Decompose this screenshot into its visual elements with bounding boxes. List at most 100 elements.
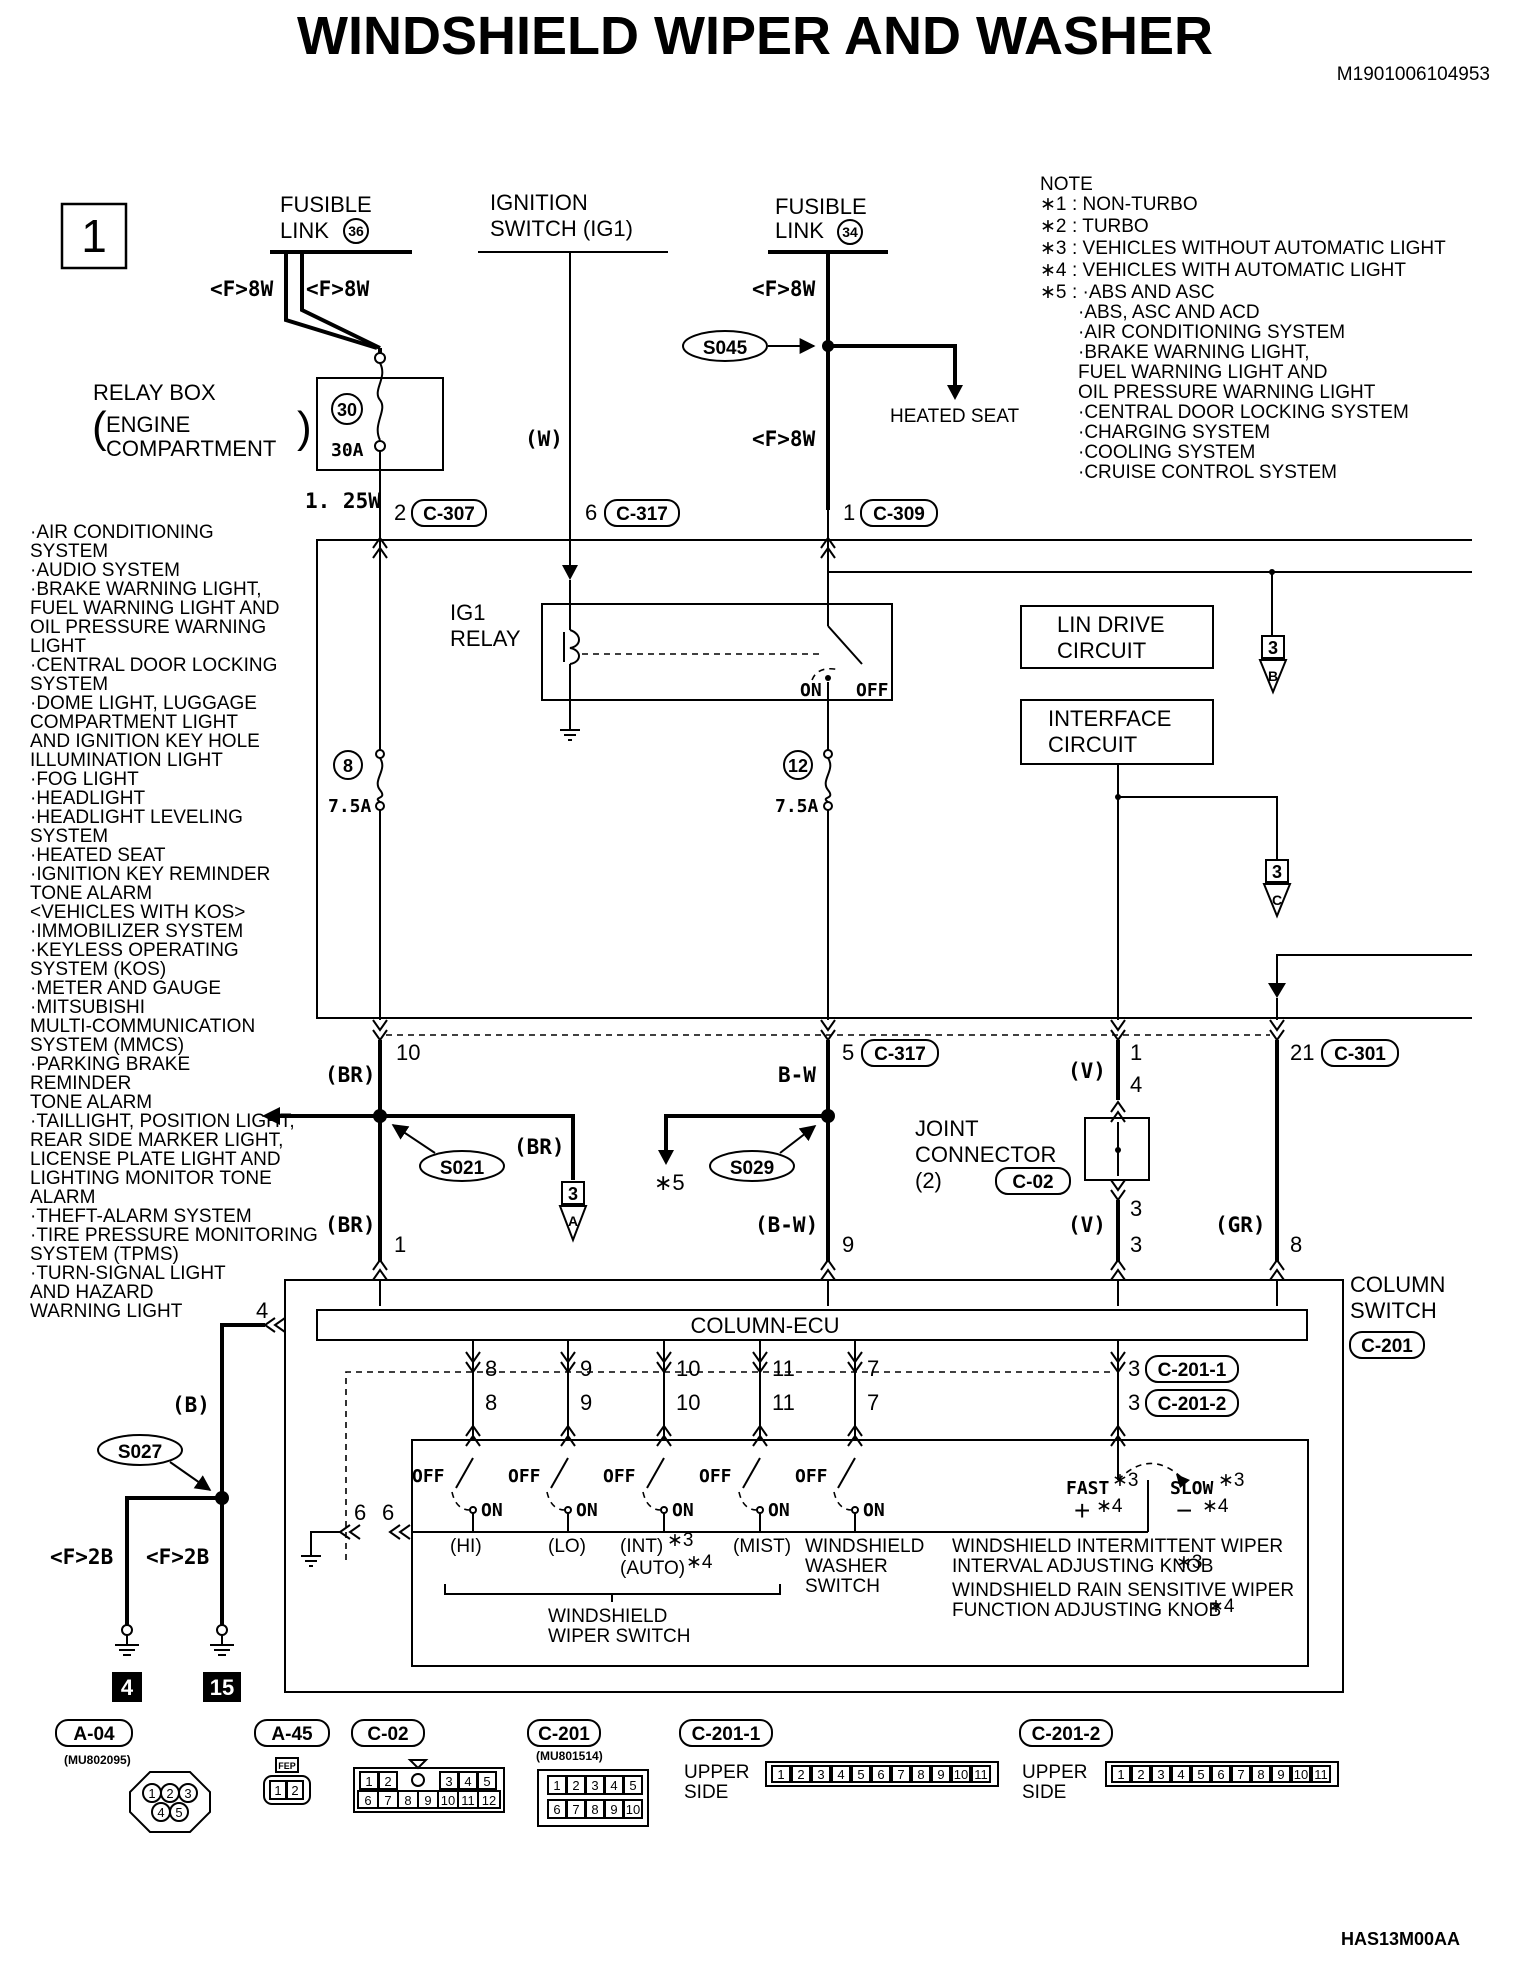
arrow-icon: [658, 1150, 674, 1165]
connector-pin-cell: [1171, 1765, 1191, 1783]
washer-switch-label: SWITCH: [805, 1576, 880, 1597]
connector-key-circle: [411, 1773, 425, 1787]
connector-pin: 2: [394, 500, 406, 525]
note-text: : VEHICLES WITH AUTOMATIC LIGHT: [1072, 260, 1406, 281]
switch-pivot-dash: [833, 1491, 853, 1511]
pin-label: 21: [1290, 1040, 1314, 1065]
connector-pin-number: 5: [483, 1774, 490, 1789]
connector-pin-number: 10: [626, 1802, 640, 1817]
ground-4-number: 4: [121, 1675, 134, 1700]
lin-drive-box: [1020, 605, 1214, 669]
page-number: 1: [81, 210, 107, 262]
connector-pin-cell: [623, 1775, 643, 1795]
system-item: LIGHT: [30, 636, 86, 657]
fuse-8-number: 8: [343, 756, 353, 776]
connector-id: C-201-1: [692, 1724, 761, 1745]
knob-description: INTERVAL ADJUSTING KNOB: [952, 1556, 1213, 1577]
star5-reference: ∗5: [654, 1170, 685, 1195]
reference-number: 3: [568, 1184, 578, 1204]
system-item: WARNING LIGHT: [30, 1301, 183, 1322]
relay-off-label: OFF: [856, 680, 889, 701]
splice-s021-label: S021: [440, 1158, 485, 1179]
pin-label: 3: [1130, 1196, 1142, 1221]
knob-slow-star: ∗3: [1218, 1470, 1245, 1491]
wire-label: (B-W): [755, 1213, 818, 1237]
ground-icon: [115, 1635, 139, 1656]
splice-pointer: [391, 1124, 436, 1154]
connector-id-box: [1321, 1039, 1399, 1067]
connector-id: C-317: [616, 504, 668, 525]
relay-coil-icon: [569, 629, 580, 730]
terminal-marker: [752, 1351, 768, 1374]
ground-icon: [301, 1555, 321, 1567]
switch-off-label: OFF: [795, 1466, 828, 1487]
lin-drive-label: LIN DRIVE: [1057, 612, 1165, 637]
switch-position-label: (HI): [450, 1536, 482, 1557]
switch-on-contact: [469, 1506, 477, 1514]
note-star5-item: FUEL WARNING LIGHT AND: [1078, 362, 1328, 383]
connector-pin-cell: [378, 1771, 398, 1790]
reference-triangle: [1258, 659, 1288, 695]
terminal-marker: [1269, 1019, 1285, 1042]
switch-on-contact: [564, 1506, 572, 1514]
connector-pin-number: 10: [1294, 1767, 1308, 1782]
document-code: M1901006104953: [1337, 64, 1490, 85]
connector-pin-number: 5: [175, 1805, 182, 1820]
system-item: ·AIR CONDITIONING: [30, 522, 214, 543]
system-item: SYSTEM: [30, 826, 108, 847]
splice-s021-oval: [419, 1150, 505, 1182]
reference-number: 3: [1272, 862, 1282, 882]
pin-label: 8: [485, 1356, 497, 1381]
pin-label: 8: [1290, 1232, 1302, 1257]
connector-pin-number: 7: [897, 1767, 904, 1782]
splice-s027-label: S027: [118, 1442, 162, 1463]
connector-pin-cell: [891, 1765, 911, 1783]
splice-pointer: [779, 1125, 817, 1154]
system-item: ·IGNITION KEY REMINDER: [30, 864, 270, 885]
system-item: REMINDER: [30, 1073, 131, 1094]
wire: [220, 1323, 265, 1498]
pin-label: 6: [354, 1500, 366, 1525]
pin-label: 1: [394, 1232, 406, 1257]
reference-letter: A: [568, 1213, 578, 1229]
system-item: MULTI-COMMUNICATION: [30, 1016, 255, 1037]
connector-pin-number: 2: [291, 1783, 298, 1798]
switch-mist: OFF ON (MIST): [699, 1457, 791, 1557]
note-star5-item: OIL PRESSURE WARNING LIGHT: [1078, 382, 1376, 403]
page-number-box: [60, 202, 128, 270]
terminal-marker: [656, 1424, 672, 1447]
switch-wires: [345, 1340, 1126, 1560]
note-mark: ∗4: [1040, 260, 1067, 281]
connector-pin-number: 7: [572, 1802, 579, 1817]
system-item: SYSTEM (KOS): [30, 959, 166, 980]
connector-pin-number: 2: [572, 1778, 579, 1793]
connector-pin-number: 2: [166, 1786, 173, 1801]
connector-pin-number: 1: [365, 1774, 372, 1789]
switch-pivot-dash: [451, 1491, 471, 1511]
column-switch-text: COLUMN: [1350, 1272, 1445, 1297]
system-item: ALARM: [30, 1187, 95, 1208]
connector-pin-cell: [811, 1765, 831, 1783]
ground-15: 15: [203, 1624, 241, 1702]
fuse-contact: [375, 749, 385, 759]
connector-pin-cell: [1131, 1765, 1151, 1783]
legend-c02: C-02 1 2 3 4 5 6 7 8 9 10 11 12: [351, 1719, 505, 1813]
column-ecu: COLUMN-ECU: [316, 1309, 1308, 1341]
system-item: AND HAZARD: [30, 1282, 154, 1303]
connector-part: (MU802095): [64, 1753, 131, 1767]
system-item: ·KEYLESS OPERATING: [30, 940, 239, 961]
switch-position-star: ∗4: [686, 1552, 713, 1573]
ignition-switch-label: IGNITION: [490, 190, 588, 215]
note-star5-item: ·CHARGING SYSTEM: [1078, 422, 1270, 443]
switch-on-label: ON: [672, 1500, 694, 1521]
system-item: ·BRAKE WARNING LIGHT,: [30, 579, 262, 600]
system-item: ·AUDIO SYSTEM: [30, 560, 180, 581]
fuse-12-badge: [783, 750, 813, 780]
connector-pin-number: 11: [461, 1793, 475, 1808]
connector-side-label: UPPER: [684, 1762, 749, 1783]
arrow-icon: [262, 1107, 280, 1125]
system-item: ·HEADLIGHT LEVELING: [30, 807, 243, 828]
